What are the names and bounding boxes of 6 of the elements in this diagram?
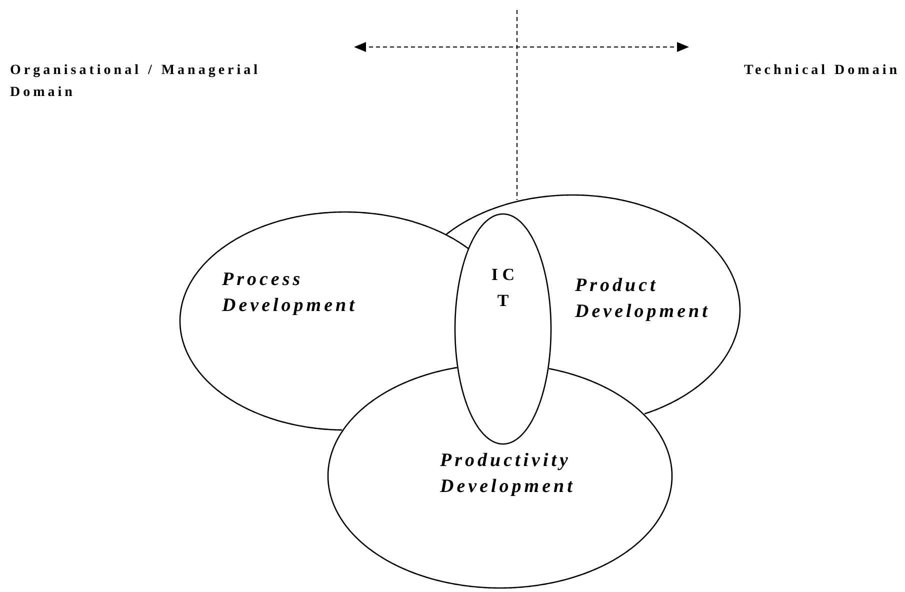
domain-label: Organisational / Managerial Domain bbox=[10, 62, 262, 102]
domain-label: Technical Domain bbox=[743, 62, 900, 80]
ellipse-label: Productivity Development bbox=[440, 449, 576, 499]
ellipse-label: Product Development bbox=[575, 274, 712, 324]
ellipse-label: I C T bbox=[490, 264, 516, 312]
ellipse-label: Process Development bbox=[222, 268, 358, 318]
